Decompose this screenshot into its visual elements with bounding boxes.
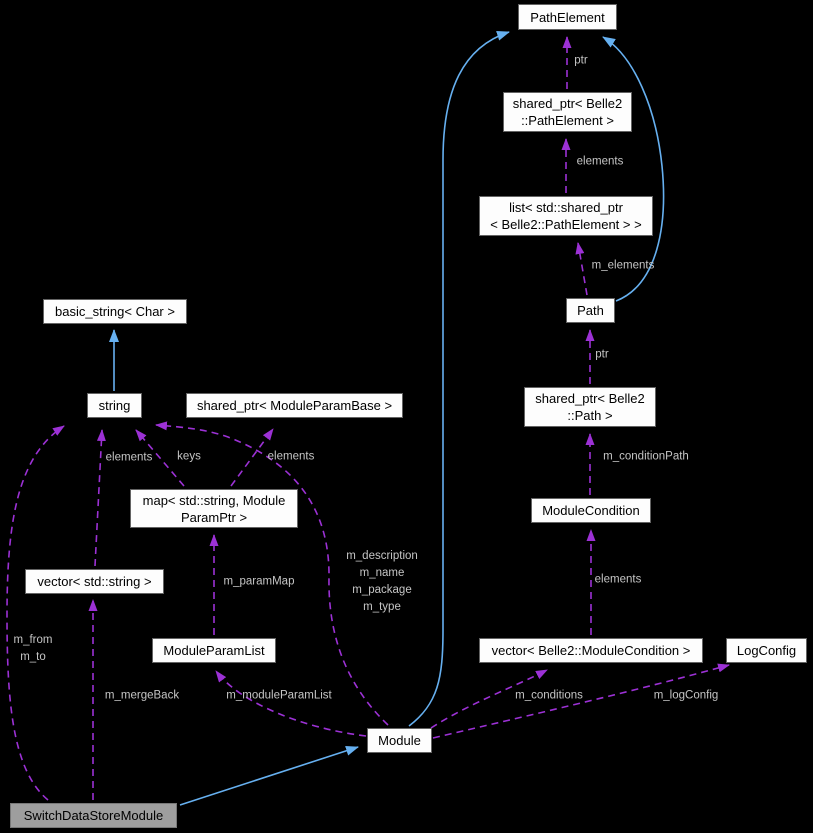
edge-module-string-members — [155, 421, 389, 726]
edge-label-elements-modulecondition: elements — [594, 573, 642, 586]
edge-label-m-conditionpath: m_conditionPath — [603, 450, 689, 463]
edge-map-keys — [135, 429, 185, 487]
edge-module-to-pathelement — [408, 30, 510, 727]
node-module[interactable]: Module — [367, 728, 432, 753]
node-logconfig[interactable]: LogConfig — [726, 638, 807, 663]
node-vector-modulecondition[interactable]: vector< Belle2::ModuleCondition > — [479, 638, 703, 663]
edge-module-m-logconfig — [432, 663, 730, 739]
node-map-string-moduleparamptr[interactable]: map< std::string, Module ParamPtr > — [130, 489, 298, 528]
edge-label-m-logconfig: m_logConfig — [653, 689, 719, 702]
edge-label-elements-vectorstring: elements — [105, 451, 153, 464]
node-string[interactable]: string — [87, 393, 142, 418]
edge-label-m-moduleparamlist: m_moduleParamList — [226, 689, 332, 702]
edge-label-m-conditions: m_conditions — [515, 689, 583, 702]
node-list-shared-ptr-pathelement[interactable]: list< std::shared_ptr < Belle2::PathElem… — [479, 196, 653, 236]
edge-label-m-from-m-to: m_from m_to — [13, 634, 53, 663]
node-switchdatastoremodule[interactable]: SwitchDataStoreModule — [10, 803, 177, 828]
edge-label-elements-map: elements — [267, 450, 315, 463]
edge-module-m-conditions — [430, 669, 548, 729]
edge-label-m-elements: m_elements — [591, 259, 655, 272]
edge-vectorstring-elements — [94, 429, 106, 567]
edge-label-module-string-members: m_description m_name m_package m_type — [346, 550, 418, 613]
edge-label-ptr-path: ptr — [595, 348, 609, 361]
node-path[interactable]: Path — [566, 298, 615, 323]
edge-label-m-parammap: m_paramMap — [223, 575, 295, 588]
edge-label-elements-pathelement: elements — [576, 155, 624, 168]
node-shared-ptr-moduleparambase[interactable]: shared_ptr< ModuleParamBase > — [186, 393, 403, 418]
edge-path-m-elements — [575, 242, 588, 296]
node-modulecondition[interactable]: ModuleCondition — [531, 498, 651, 523]
edge-path-to-pathelement — [602, 36, 665, 302]
node-pathelement[interactable]: PathElement — [518, 4, 617, 30]
node-basic-string-char[interactable]: basic_string< Char > — [43, 299, 187, 324]
edge-label-m-mergeback: m_mergeBack — [104, 689, 180, 702]
edge-switchdatastoremodule-to-module — [179, 745, 359, 806]
node-moduleparamlist[interactable]: ModuleParamList — [152, 638, 276, 663]
edge-label-keys: keys — [177, 450, 201, 463]
edge-switch-m-from-m-to — [6, 425, 65, 801]
node-vector-std-string[interactable]: vector< std::string > — [25, 569, 164, 594]
node-shared-ptr-pathelement[interactable]: shared_ptr< Belle2 ::PathElement > — [503, 92, 632, 132]
edge-label-ptr-pathelement: ptr — [574, 54, 588, 67]
node-shared-ptr-path[interactable]: shared_ptr< Belle2 ::Path > — [524, 387, 656, 427]
